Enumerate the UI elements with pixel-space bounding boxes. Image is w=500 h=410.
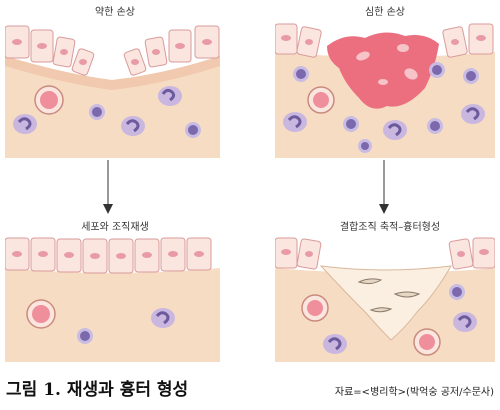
figure-source: 자료=<병리학>(박억숭 공저/수문사) xyxy=(334,387,494,398)
epithelial-nuclei xyxy=(12,39,212,65)
panel-mild-injury xyxy=(5,25,220,158)
epithelial-nuclei xyxy=(12,251,204,259)
macrophage xyxy=(13,114,37,134)
arrow-down-left xyxy=(103,160,113,214)
macrophage xyxy=(121,116,145,136)
tissue-region xyxy=(5,268,220,362)
macrophage xyxy=(461,104,485,124)
macrophage xyxy=(158,86,182,106)
epithelial-layer xyxy=(275,237,495,270)
damaged-cells xyxy=(356,44,418,85)
panel-label-severe: 심한 손상 xyxy=(365,7,405,18)
panel-label-scar: 결합조직 축적–흉터형성 xyxy=(339,222,441,233)
macrophage xyxy=(283,112,307,132)
basement-membrane xyxy=(5,56,220,90)
panel-regeneration xyxy=(5,237,220,362)
macrophage xyxy=(453,312,477,332)
macrophage xyxy=(323,334,347,354)
tissue-region xyxy=(5,56,220,158)
epithelial-layer xyxy=(5,237,212,274)
damaged-tissue xyxy=(327,32,439,109)
panel-scar-formation xyxy=(275,237,495,362)
scar-tissue xyxy=(319,265,452,341)
fibroblasts xyxy=(357,278,421,313)
figure-title-text: 재생과 흉터 형성 xyxy=(66,380,189,400)
macrophage xyxy=(151,308,175,328)
figure-number: 그림 1. xyxy=(6,380,61,400)
macrophage xyxy=(383,120,407,140)
arrow-down-right xyxy=(379,160,389,214)
panel-label-mild: 약한 손상 xyxy=(95,7,135,18)
panel-label-regeneration: 세포와 조직재생 xyxy=(81,222,149,233)
figure-title: 그림 1. 재생과 흉터 형성 xyxy=(6,375,188,400)
panel-severe-injury xyxy=(275,23,495,158)
